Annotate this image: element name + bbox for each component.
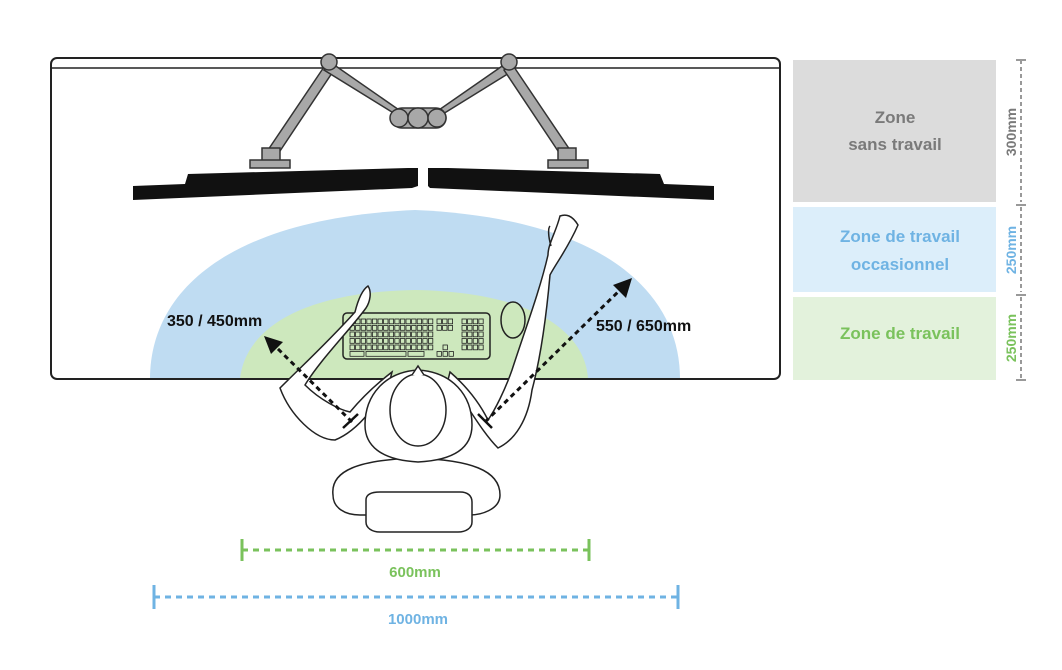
legend-no-work-line1: Zone xyxy=(875,108,916,127)
keyboard xyxy=(342,312,491,360)
chair xyxy=(332,457,501,533)
depth-dimension-occasional xyxy=(1016,204,1026,292)
work-width-dimension xyxy=(240,539,591,561)
far-reach-label: 550 / 650mm xyxy=(596,318,691,335)
right-monitor xyxy=(428,168,714,200)
work-width-label: 600mm xyxy=(389,564,441,581)
near-reach-label: 350 / 450mm xyxy=(167,313,262,330)
mouse xyxy=(500,301,526,339)
legend-work-line1: Zone de travail xyxy=(840,324,960,343)
occasional-width-label: 1000mm xyxy=(388,611,448,628)
occasional-width-dimension xyxy=(152,585,680,609)
legend-no-work-box xyxy=(793,60,996,202)
right-thumb xyxy=(547,225,552,247)
head xyxy=(389,373,447,447)
nose xyxy=(411,364,425,376)
legend-occasional-line2: occasionnel xyxy=(851,255,949,274)
near-reach-arrow xyxy=(264,336,359,429)
left-monitor xyxy=(133,168,418,200)
monitor-arm xyxy=(249,53,589,169)
legend-occasional-box xyxy=(793,207,996,292)
depth-dimension-work xyxy=(1016,294,1026,381)
legend-occasional-line1: Zone de travail xyxy=(840,227,960,246)
depth-label-no-work: 300mm xyxy=(1003,108,1019,156)
depth-label-work: 250mm xyxy=(1003,314,1019,362)
legend-work-box xyxy=(793,297,996,380)
legend-no-work-line2: sans travail xyxy=(848,135,942,154)
far-reach-arrow xyxy=(477,278,632,429)
depth-dimension-no-work xyxy=(1016,59,1026,202)
right-arm xyxy=(447,214,579,449)
depth-label-occasional: 250mm xyxy=(1003,226,1019,274)
